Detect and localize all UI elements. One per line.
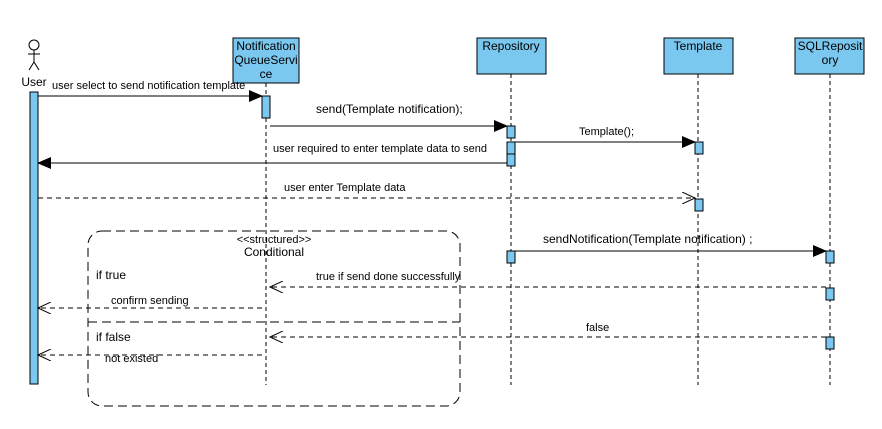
message-9: false (270, 322, 826, 337)
message-8: confirm sending (38, 295, 262, 308)
activation-sql-2 (825, 287, 835, 301)
message-3: Template(); (515, 126, 696, 148)
message-label: not existed (105, 353, 158, 365)
activation-notification (261, 95, 271, 119)
participant-label: Template (674, 39, 723, 53)
participant-box (794, 37, 865, 75)
message-label: Template(); (579, 126, 634, 138)
activation-sql-3 (825, 336, 835, 350)
participant-box (476, 37, 547, 75)
participant-sql-repository[interactable]: SQLReposit ory (794, 37, 865, 75)
activation-template-1 (694, 141, 704, 155)
message-label: user select to send notification templat… (52, 80, 245, 92)
message-4: user required to enter template data to … (37, 143, 507, 169)
fragment-stereotype: <<structured>> (237, 234, 312, 246)
message-label: false (586, 322, 609, 334)
participant-label-line1: SQLReposit (798, 39, 863, 53)
message-6: sendNotification(Template notification) … (515, 232, 827, 257)
participant-notification-queue-service[interactable]: Notification QueueServi ce (232, 37, 300, 84)
fragment-name: Conditional (244, 245, 304, 259)
participant-template[interactable]: Template (663, 37, 734, 75)
participant-box (232, 37, 300, 84)
activations (29, 91, 835, 385)
conditional-fragment[interactable]: <<structured>> Conditional if true if fa… (87, 230, 461, 407)
actor-user-label: User (21, 75, 46, 89)
activation-repository-2 (506, 141, 516, 155)
message-label: confirm sending (111, 295, 189, 307)
message-2: send(Template notification); (270, 102, 508, 132)
lifelines (265, 74, 831, 385)
message-7: true if send done successfully (270, 271, 826, 287)
fragment-guard-true: if true (96, 268, 126, 282)
fragment-guard-false: if false (96, 330, 131, 344)
message-label: sendNotification(Template notification) … (543, 232, 752, 246)
actor-leg-left (28, 61, 35, 71)
message-label: send(Template notification); (316, 102, 463, 116)
activation-repository-3 (506, 153, 516, 167)
activation-repository-4 (506, 250, 516, 264)
participant-label-line1: Notification (236, 39, 295, 53)
message-label: user enter Template data (284, 182, 406, 194)
actor-leg-right (33, 61, 40, 71)
participant-box (663, 37, 734, 75)
activation-sql-1 (825, 250, 835, 264)
participant-label: Repository (482, 39, 539, 53)
actor-head (28, 39, 40, 51)
message-10: not existed (38, 353, 262, 365)
activation-repository-1 (506, 125, 516, 139)
message-label: true if send done successfully (316, 271, 461, 283)
activation-template-2 (694, 198, 704, 212)
message-5: user enter Template data (38, 182, 695, 198)
participant-label-line2: ory (822, 53, 839, 67)
participant-label-line3: ce (260, 67, 273, 81)
activation-user (29, 91, 39, 385)
participant-label-line2: QueueServi (234, 53, 297, 67)
actor-user[interactable]: User (21, 39, 47, 89)
fragment-frame (87, 230, 461, 407)
message-1: user select to send notification templat… (38, 80, 263, 102)
participant-repository[interactable]: Repository (476, 37, 547, 75)
message-label: user required to enter template data to … (273, 143, 487, 155)
